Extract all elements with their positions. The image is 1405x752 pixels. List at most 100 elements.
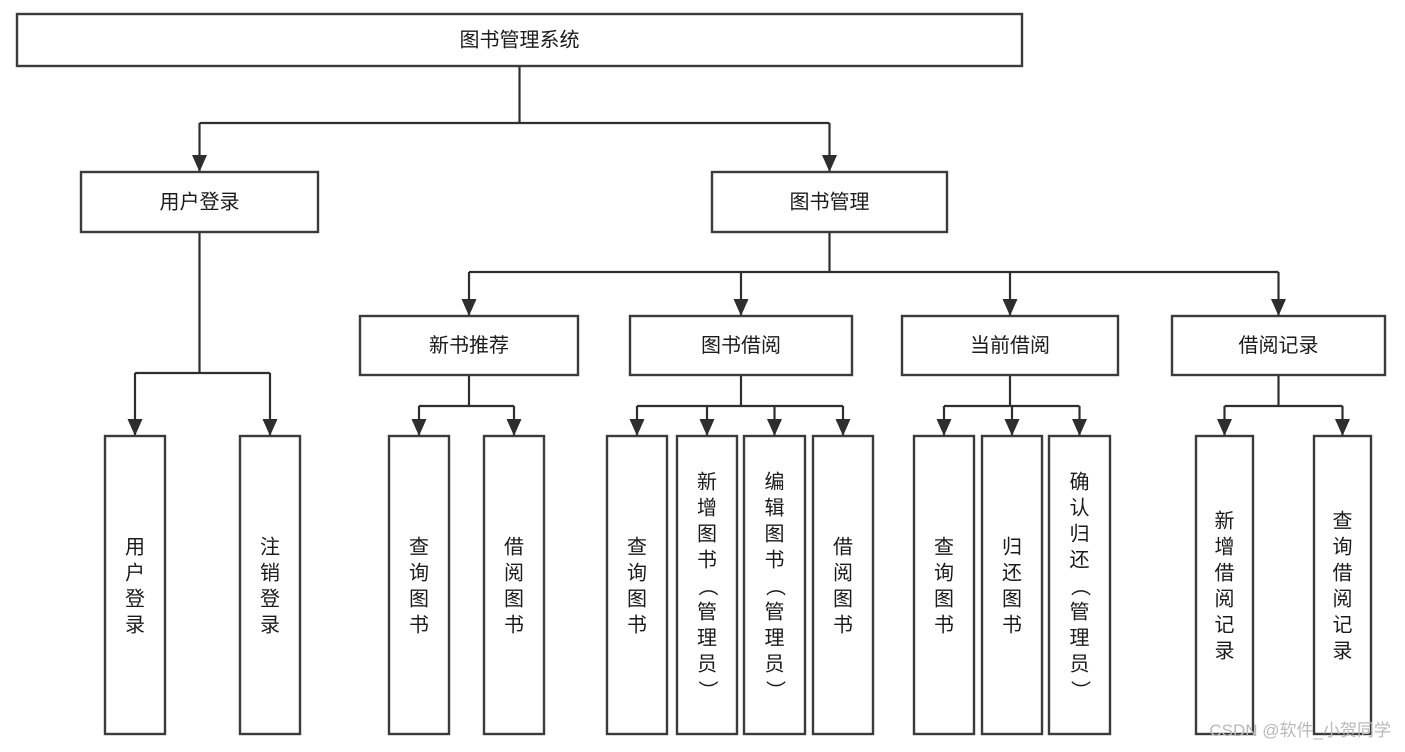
node-box-leaf-borrow-book-rec[interactable] bbox=[482, 434, 546, 736]
node-label-user-login: 用户登录 bbox=[160, 190, 240, 213]
arrow-head-icon bbox=[733, 299, 749, 316]
node-current-borrow[interactable]: 当前借阅 bbox=[900, 314, 1120, 377]
node-label-leaf-borrow-book-rec-char-0: 借 bbox=[504, 535, 524, 558]
node-label-leaf-borrow-book-rec-char-3: 书 bbox=[504, 613, 524, 636]
arrow-head-icon bbox=[1217, 419, 1232, 436]
node-box-leaf-query-record[interactable] bbox=[1312, 434, 1373, 736]
node-box-leaf-confirm-return[interactable] bbox=[1047, 434, 1112, 736]
node-label-leaf-add-record-char-4: 记 bbox=[1215, 613, 1235, 636]
node-label-leaf-borrow-book-rec-char-1: 阅 bbox=[504, 561, 524, 584]
node-label-leaf-add-record-char-3: 阅 bbox=[1215, 587, 1235, 610]
arrow-head-icon bbox=[699, 419, 715, 436]
arrow-head-icon bbox=[506, 419, 522, 436]
node-label-leaf-logout-char-0: 注 bbox=[260, 535, 280, 558]
node-label-leaf-logout-char-1: 销 bbox=[260, 561, 280, 584]
node-label-leaf-query-record-char-5: 录 bbox=[1333, 640, 1353, 662]
node-label-leaf-edit-book-char-7: 员 bbox=[765, 653, 785, 675]
node-label-leaf-add-book-char-7: 员 bbox=[697, 653, 717, 675]
node-user-login[interactable]: 用户登录 bbox=[79, 170, 320, 234]
node-label-leaf-logout-char-2: 登 bbox=[260, 587, 280, 610]
node-label-leaf-add-book-char-8: ） bbox=[696, 680, 719, 700]
arrow-head-icon bbox=[1002, 299, 1018, 316]
arrow-head-icon bbox=[822, 155, 837, 172]
node-label-leaf-confirm-return-char-7: 员 bbox=[1070, 653, 1090, 675]
watermark: CSDN @软件_小贺同学 bbox=[1209, 716, 1391, 741]
node-label-leaf-return-book-char-0: 归 bbox=[1002, 535, 1022, 558]
node-box-leaf-user-login[interactable] bbox=[103, 434, 167, 736]
node-label-leaf-logout-char-3: 录 bbox=[260, 614, 280, 636]
node-label-leaf-query-record-char-1: 询 bbox=[1333, 535, 1353, 558]
node-label-leaf-query-book-cb-char-0: 查 bbox=[934, 535, 954, 558]
arrow-head-icon bbox=[127, 419, 143, 436]
node-box-root[interactable] bbox=[15, 12, 1024, 68]
node-label-leaf-confirm-return-char-0: 确 bbox=[1070, 470, 1090, 493]
node-box-leaf-add-record[interactable] bbox=[1194, 434, 1255, 736]
node-label-leaf-return-book-char-1: 还 bbox=[1002, 561, 1022, 584]
node-label-leaf-query-book-cb-char-2: 图 bbox=[934, 588, 954, 610]
node-book-borrow[interactable]: 图书借阅 bbox=[628, 314, 854, 377]
node-borrow-record[interactable]: 借阅记录 bbox=[1170, 314, 1387, 377]
node-label-leaf-add-book-char-5: 管 bbox=[697, 600, 717, 623]
node-box-borrow-record[interactable] bbox=[1170, 314, 1387, 377]
node-box-leaf-logout[interactable] bbox=[238, 434, 302, 736]
node-label-leaf-user-login-char-3: 录 bbox=[125, 614, 145, 636]
node-label-leaf-confirm-return-char-3: 还 bbox=[1070, 548, 1090, 571]
node-layer: 图书管理系统用户登录图书管理新书推荐图书借阅当前借阅借阅记录用户登录注销登录查询… bbox=[15, 12, 1387, 736]
node-box-current-borrow[interactable] bbox=[900, 314, 1120, 377]
node-label-leaf-query-book-bb-char-0: 查 bbox=[627, 535, 647, 558]
arrow-head-icon bbox=[835, 419, 851, 436]
node-box-leaf-return-book[interactable] bbox=[980, 434, 1044, 736]
node-label-leaf-edit-book-char-0: 编 bbox=[765, 470, 785, 493]
node-box-book-borrow[interactable] bbox=[628, 314, 854, 377]
node-label-borrow-record: 借阅记录 bbox=[1239, 334, 1319, 357]
leaf-node-leaf-user-login[interactable]: 用户登录 bbox=[103, 434, 167, 736]
watermark-label: CSDN @软件_小贺同学 bbox=[1209, 721, 1391, 740]
node-label-leaf-query-book-cb-char-3: 书 bbox=[934, 613, 954, 636]
node-label-leaf-add-book-char-2: 图 bbox=[697, 523, 717, 545]
node-label-leaf-edit-book-char-5: 管 bbox=[765, 600, 785, 623]
node-label-leaf-query-book-cb-char-1: 询 bbox=[934, 561, 954, 584]
node-box-leaf-edit-book[interactable] bbox=[742, 434, 807, 736]
node-box-leaf-query-book-rec[interactable] bbox=[387, 434, 451, 736]
node-label-leaf-confirm-return-char-8: ） bbox=[1069, 680, 1092, 700]
node-book-manage[interactable]: 图书管理 bbox=[710, 170, 949, 234]
node-label-leaf-query-record-char-4: 记 bbox=[1333, 613, 1353, 636]
arrow-head-icon bbox=[262, 419, 278, 436]
node-label-leaf-return-book-char-3: 书 bbox=[1002, 613, 1022, 636]
node-box-leaf-borrow-book-bb[interactable] bbox=[811, 434, 875, 736]
node-box-leaf-query-book-bb[interactable] bbox=[605, 434, 669, 736]
node-label-leaf-confirm-return-char-2: 归 bbox=[1070, 522, 1090, 545]
node-label-leaf-return-book-char-2: 图 bbox=[1002, 588, 1022, 610]
node-box-leaf-query-book-cb[interactable] bbox=[912, 434, 976, 736]
node-label-leaf-edit-book-char-4: （ bbox=[764, 576, 787, 596]
arrow-head-icon bbox=[1335, 419, 1350, 436]
node-box-leaf-add-book[interactable] bbox=[675, 434, 739, 736]
node-label-leaf-query-book-bb-char-3: 书 bbox=[627, 613, 647, 636]
node-label-leaf-query-book-rec-char-2: 图 bbox=[409, 588, 429, 610]
node-label-leaf-confirm-return-char-5: 管 bbox=[1070, 600, 1090, 623]
node-label-leaf-confirm-return-char-6: 理 bbox=[1070, 627, 1090, 649]
node-box-new-book-rec[interactable] bbox=[358, 314, 580, 377]
node-new-book-rec[interactable]: 新书推荐 bbox=[358, 314, 580, 377]
node-box-book-manage[interactable] bbox=[710, 170, 949, 234]
node-root-title[interactable]: 图书管理系统 bbox=[15, 12, 1024, 68]
node-label-leaf-edit-book-char-3: 书 bbox=[765, 548, 785, 571]
node-box-user-login[interactable] bbox=[79, 170, 320, 234]
node-label-leaf-add-book-char-1: 增 bbox=[697, 496, 717, 519]
node-label-leaf-add-book-char-4: （ bbox=[696, 576, 719, 596]
node-label-current-borrow: 当前借阅 bbox=[970, 334, 1050, 357]
